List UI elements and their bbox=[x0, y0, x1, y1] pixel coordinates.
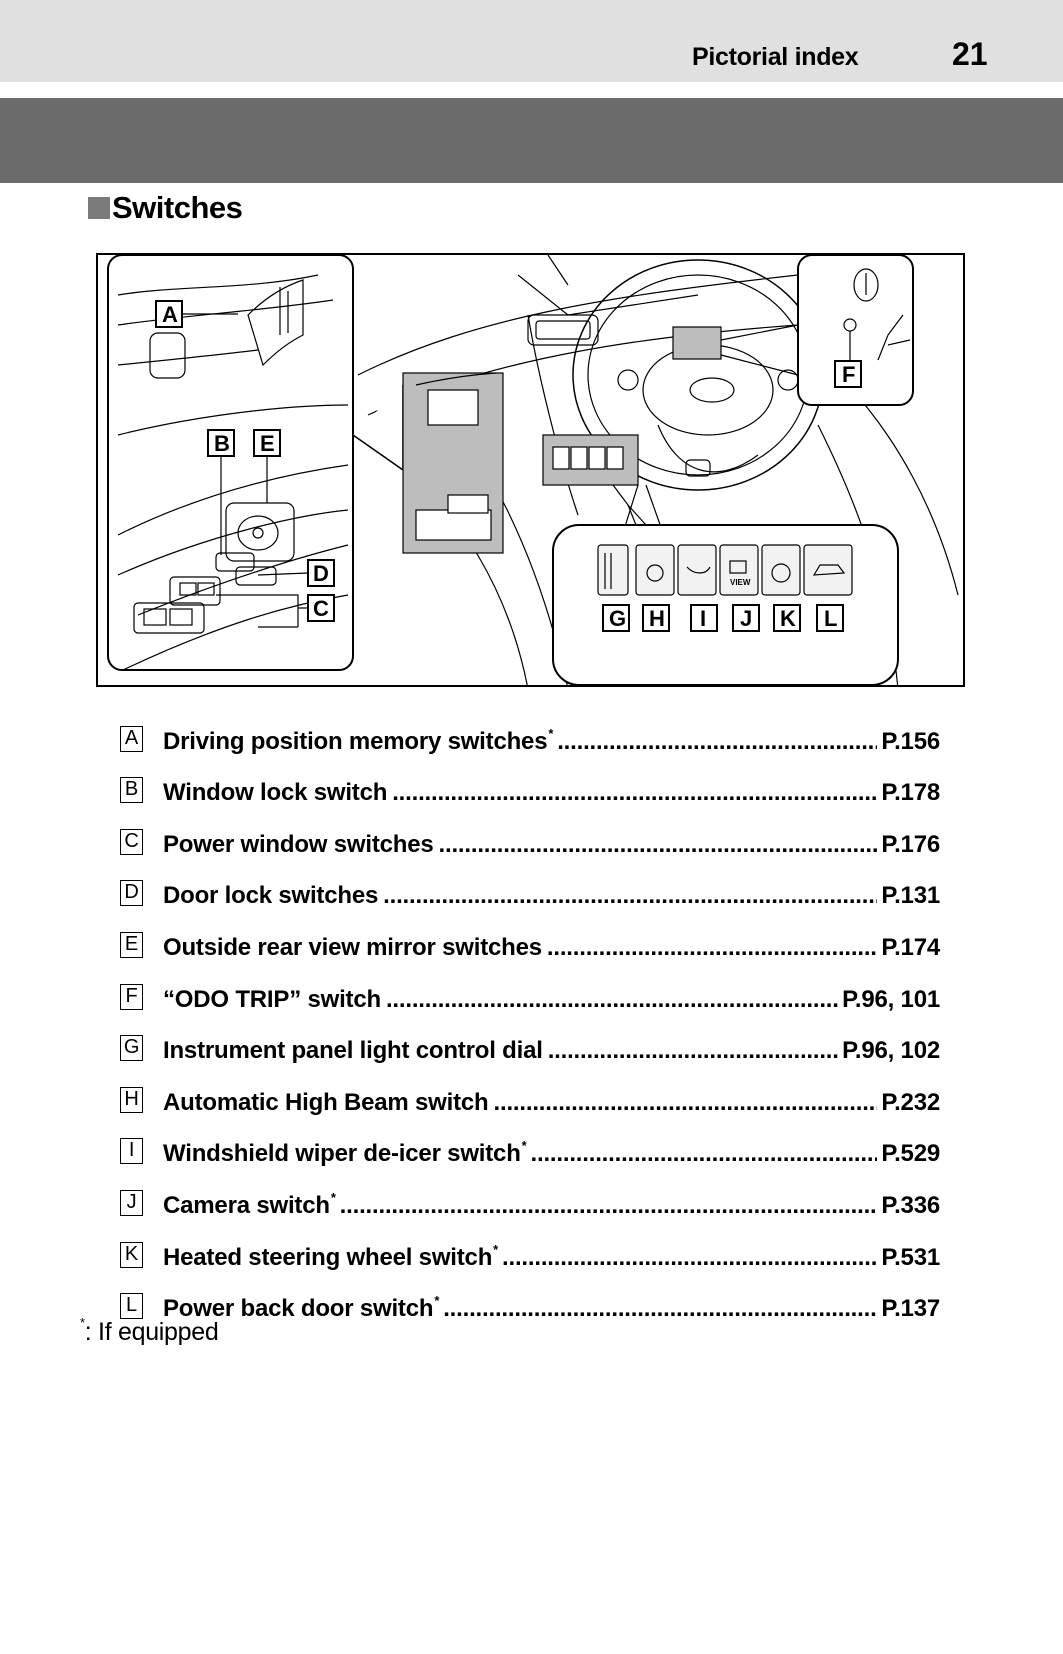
row-letter: K bbox=[120, 1241, 143, 1268]
view-label: VIEW bbox=[730, 578, 751, 587]
heading-text: Switches bbox=[112, 190, 243, 225]
dot-leader bbox=[383, 882, 877, 910]
switch-location-illustration: A B E D C bbox=[96, 253, 965, 687]
callout-k: K bbox=[780, 606, 796, 631]
index-row-d[interactable]: D Door lock switches P.131 bbox=[120, 859, 940, 911]
index-row-a[interactable]: A Driving position memory switches* P.15… bbox=[120, 704, 940, 756]
dot-leader bbox=[386, 986, 838, 1014]
row-letter: F bbox=[120, 983, 143, 1010]
row-label: Camera switch* bbox=[163, 1189, 336, 1219]
index-row-e[interactable]: E Outside rear view mirror switches P.17… bbox=[120, 910, 940, 962]
callout-d: D bbox=[313, 561, 329, 586]
callout-c: C bbox=[313, 596, 329, 621]
row-letter: E bbox=[120, 931, 143, 958]
index-row-j[interactable]: J Camera switch* P.336 bbox=[120, 1168, 940, 1220]
footnote: *: If equipped bbox=[80, 1315, 219, 1347]
section-title: Pictorial index bbox=[692, 43, 859, 71]
page-header bbox=[0, 0, 1063, 82]
row-letter: G bbox=[120, 1035, 143, 1062]
page-reference-link[interactable]: P.178 bbox=[881, 779, 940, 807]
page-reference-link[interactable]: P.96, 101 bbox=[842, 985, 940, 1013]
row-label: Automatic High Beam switch bbox=[163, 1088, 489, 1116]
chapter-band bbox=[0, 98, 1063, 183]
index-row-k[interactable]: K Heated steering wheel switch* P.531 bbox=[120, 1220, 940, 1272]
row-letter: A bbox=[120, 725, 143, 752]
switches-heading: Switches bbox=[88, 190, 243, 226]
dot-leader bbox=[502, 1244, 877, 1272]
row-letter: D bbox=[120, 880, 143, 907]
callout-a: A bbox=[162, 302, 178, 327]
row-label: “ODO TRIP” switch bbox=[163, 985, 381, 1013]
switch-index-list: A Driving position memory switches* P.15… bbox=[120, 704, 940, 1323]
index-row-l[interactable]: L Power back door switch* P.137 bbox=[120, 1272, 940, 1324]
page-reference-link[interactable]: P.336 bbox=[881, 1191, 940, 1219]
callout-g: G bbox=[609, 606, 626, 631]
dot-leader bbox=[439, 831, 878, 859]
index-row-g[interactable]: G Instrument panel light control dial P.… bbox=[120, 1014, 940, 1066]
row-label: Power back door switch* bbox=[163, 1293, 440, 1323]
dot-leader bbox=[494, 1089, 878, 1117]
callout-l: L bbox=[824, 606, 837, 631]
callout-e: E bbox=[260, 431, 275, 456]
illustration-drawing: A B E D C bbox=[107, 255, 959, 685]
callout-j: J bbox=[740, 606, 752, 631]
dot-leader bbox=[340, 1192, 878, 1220]
dot-leader bbox=[557, 728, 877, 756]
row-letter: H bbox=[120, 1086, 143, 1113]
callout-b: B bbox=[214, 431, 230, 456]
square-bullet-icon bbox=[88, 197, 110, 219]
dot-leader bbox=[531, 1140, 878, 1168]
index-row-i[interactable]: I Windshield wiper de-icer switch* P.529 bbox=[120, 1117, 940, 1169]
callout-i: I bbox=[700, 606, 706, 631]
row-label: Windshield wiper de-icer switch* bbox=[163, 1138, 527, 1168]
page-reference-link[interactable]: P.531 bbox=[881, 1243, 940, 1271]
row-label: Power window switches bbox=[163, 830, 434, 858]
page-reference-link[interactable]: P.232 bbox=[881, 1088, 940, 1116]
page-reference-link[interactable]: P.529 bbox=[881, 1140, 940, 1168]
page-reference-link[interactable]: P.131 bbox=[881, 882, 940, 910]
row-letter: L bbox=[120, 1293, 143, 1320]
row-label: Window lock switch bbox=[163, 779, 388, 807]
page-reference-link[interactable]: P.156 bbox=[881, 727, 940, 755]
index-row-c[interactable]: C Power window switches P.176 bbox=[120, 807, 940, 859]
dot-leader bbox=[392, 779, 877, 807]
callout-f: F bbox=[842, 362, 855, 387]
row-letter: J bbox=[120, 1189, 143, 1216]
footnote-marker: * bbox=[80, 1315, 85, 1330]
index-row-f[interactable]: F “ODO TRIP” switch P.96, 101 bbox=[120, 962, 940, 1014]
page-reference-link[interactable]: P.176 bbox=[881, 830, 940, 858]
row-letter: C bbox=[120, 828, 143, 855]
row-letter: I bbox=[120, 1138, 143, 1165]
page-number: 21 bbox=[952, 36, 988, 72]
index-row-h[interactable]: H Automatic High Beam switch P.232 bbox=[120, 1065, 940, 1117]
row-label: Heated steering wheel switch* bbox=[163, 1241, 499, 1271]
dot-leader bbox=[548, 1037, 838, 1065]
footnote-text: : If equipped bbox=[84, 1318, 219, 1346]
index-row-b[interactable]: B Window lock switch P.178 bbox=[120, 756, 940, 808]
dot-leader bbox=[547, 934, 877, 962]
page-reference-link[interactable]: P.174 bbox=[881, 933, 940, 961]
page-reference-link[interactable]: P.96, 102 bbox=[842, 1037, 940, 1065]
page-reference-link[interactable]: P.137 bbox=[881, 1295, 940, 1323]
row-letter: B bbox=[120, 777, 143, 804]
row-label: Outside rear view mirror switches bbox=[163, 933, 542, 961]
callout-h: H bbox=[649, 606, 665, 631]
row-label: Door lock switches bbox=[163, 882, 379, 910]
row-label: Driving position memory switches* bbox=[163, 725, 554, 755]
row-label: Instrument panel light control dial bbox=[163, 1037, 543, 1065]
dot-leader bbox=[443, 1295, 877, 1323]
